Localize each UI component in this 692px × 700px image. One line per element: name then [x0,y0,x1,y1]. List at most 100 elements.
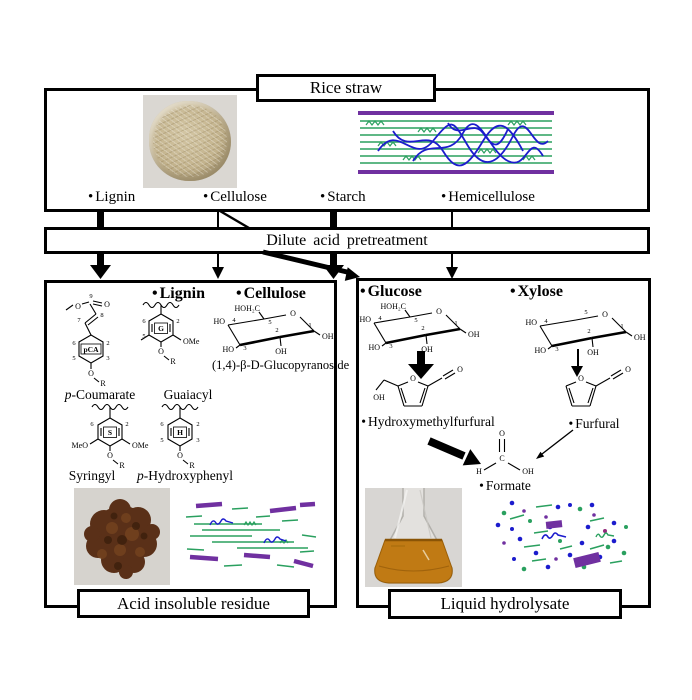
erlenmeyer-flask [374,488,453,584]
hemicellulose-bar-bottom [358,170,554,174]
lignin-bars [189,501,316,569]
svg-text:O: O [107,451,113,460]
svg-text:6: 6 [90,421,94,428]
svg-text:OH: OH [421,345,433,354]
right-glucose-header: •Glucose [360,283,422,300]
bullet-icon: • [510,283,516,300]
svg-text:MeO: MeO [72,441,89,450]
straw-texture [153,105,227,177]
svg-text:6: 6 [72,340,76,347]
svg-text:O: O [602,310,608,319]
hydroxyphenyl-label: p-Hydroxyphenyl [137,468,233,483]
residue-photo [74,488,170,585]
svg-text:4: 4 [544,318,548,325]
svg-text:9: 9 [89,293,92,300]
component-hemicellulose: •Hemicellulose [441,189,535,205]
svg-text:2: 2 [196,421,199,428]
formate-dots [502,509,607,561]
hydrolysate-flask-photo [365,488,462,587]
bullet-icon: • [236,285,242,302]
svg-text:OH: OH [373,393,385,402]
syringyl-label: Syringyl [68,468,116,483]
svg-text:R: R [119,461,125,470]
arrow-glucose-to-hmf [408,351,434,379]
arrow-furfural-to-formate [536,429,574,459]
arrow-to-glucose [323,251,344,279]
cellulose-dashes [509,504,623,564]
svg-text:OH: OH [587,348,599,357]
svg-text:O: O [499,429,505,438]
hemicellulose-bar-top [358,111,554,115]
starch-fragment [541,532,567,540]
svg-text:HOH₂C: HOH₂C [235,304,260,313]
svg-text:R: R [189,461,195,470]
straw-pile [149,101,231,181]
arrow-to-cellulose [212,251,224,279]
svg-text:4: 4 [378,315,382,322]
svg-text:O: O [625,365,631,374]
hydrolysate-caption: Liquid hydrolysate [440,594,570,613]
hmf-label: •Hydroxymethylfurfural [361,414,495,429]
rice-straw-title-box: Rice straw [256,74,436,102]
bullet-icon: • [152,285,158,302]
bullet-icon: • [568,416,574,431]
acid-residue-caption-box: Acid insoluble residue [77,589,310,618]
xylose-structure: O OH OH HO HO 1 2 3 4 5 [525,309,646,357]
svg-text:C: C [499,454,504,463]
bullet-icon: • [479,478,484,493]
svg-text:7: 7 [77,317,81,324]
component-lignin: •Lignin [88,189,136,205]
svg-text:R: R [170,357,176,366]
svg-text:OH: OH [275,347,287,356]
svg-text:HO: HO [525,318,537,327]
pretreatment-box: Dilute acid pretreatment [44,227,650,254]
straw-polymer-schematic [358,111,554,174]
component-cellulose: •Cellulose [203,189,267,205]
svg-text:OH: OH [522,467,534,476]
svg-text:1: 1 [454,320,457,327]
svg-text:O: O [88,369,94,378]
svg-text:HO: HO [368,343,380,352]
bullet-icon: • [441,189,447,205]
svg-text:5: 5 [414,317,417,324]
svg-text:4: 4 [232,317,236,324]
connector-cellulose-diagonal [219,209,250,230]
residue-pile [84,499,160,579]
svg-text:H: H [476,467,482,476]
svg-text:5: 5 [268,319,271,326]
svg-text:O: O [158,347,164,356]
svg-text:OMe: OMe [183,337,200,346]
syringyl-structure: S 6 2 MeO OMe O R [72,403,149,470]
svg-text:O: O [177,451,183,460]
formate-structure: O C H OH [476,429,534,476]
arrow-xylose-to-furfural [571,349,583,377]
connector-lignin [97,209,104,227]
svg-text:6: 6 [142,318,146,325]
right-xylose-header: •Xylose [510,283,563,300]
left-lignin-header: •Lignin [152,285,205,302]
starch-tangle [377,122,549,167]
left-cellulose-header: •Cellulose [236,285,306,302]
svg-text:8: 8 [100,312,103,319]
svg-text:1: 1 [308,322,311,329]
arrow-diagonal-to-glucose [262,249,360,281]
svg-text:H: H [177,428,183,437]
furfural-structure: O O [565,365,631,407]
svg-text:O: O [290,309,296,318]
svg-text:5: 5 [160,437,163,444]
guaiacyl-label: Guaiacyl [163,387,213,402]
formate-label: •Formate [479,478,531,493]
bullet-icon: • [203,189,209,205]
svg-text:HO: HO [213,317,225,326]
bullet-icon: • [361,414,366,429]
pca-structure: O 9 O 8 7 pCA 6 2 5 3 O R [65,293,110,388]
connector-starch [330,209,337,227]
svg-text:3: 3 [196,437,199,444]
svg-text:HOH₂C: HOH₂C [381,302,406,311]
arrow-to-xylose [446,251,458,279]
acid-residue-caption: Acid insoluble residue [117,593,270,613]
svg-text:2: 2 [421,325,424,332]
svg-text:OH: OH [634,333,646,342]
